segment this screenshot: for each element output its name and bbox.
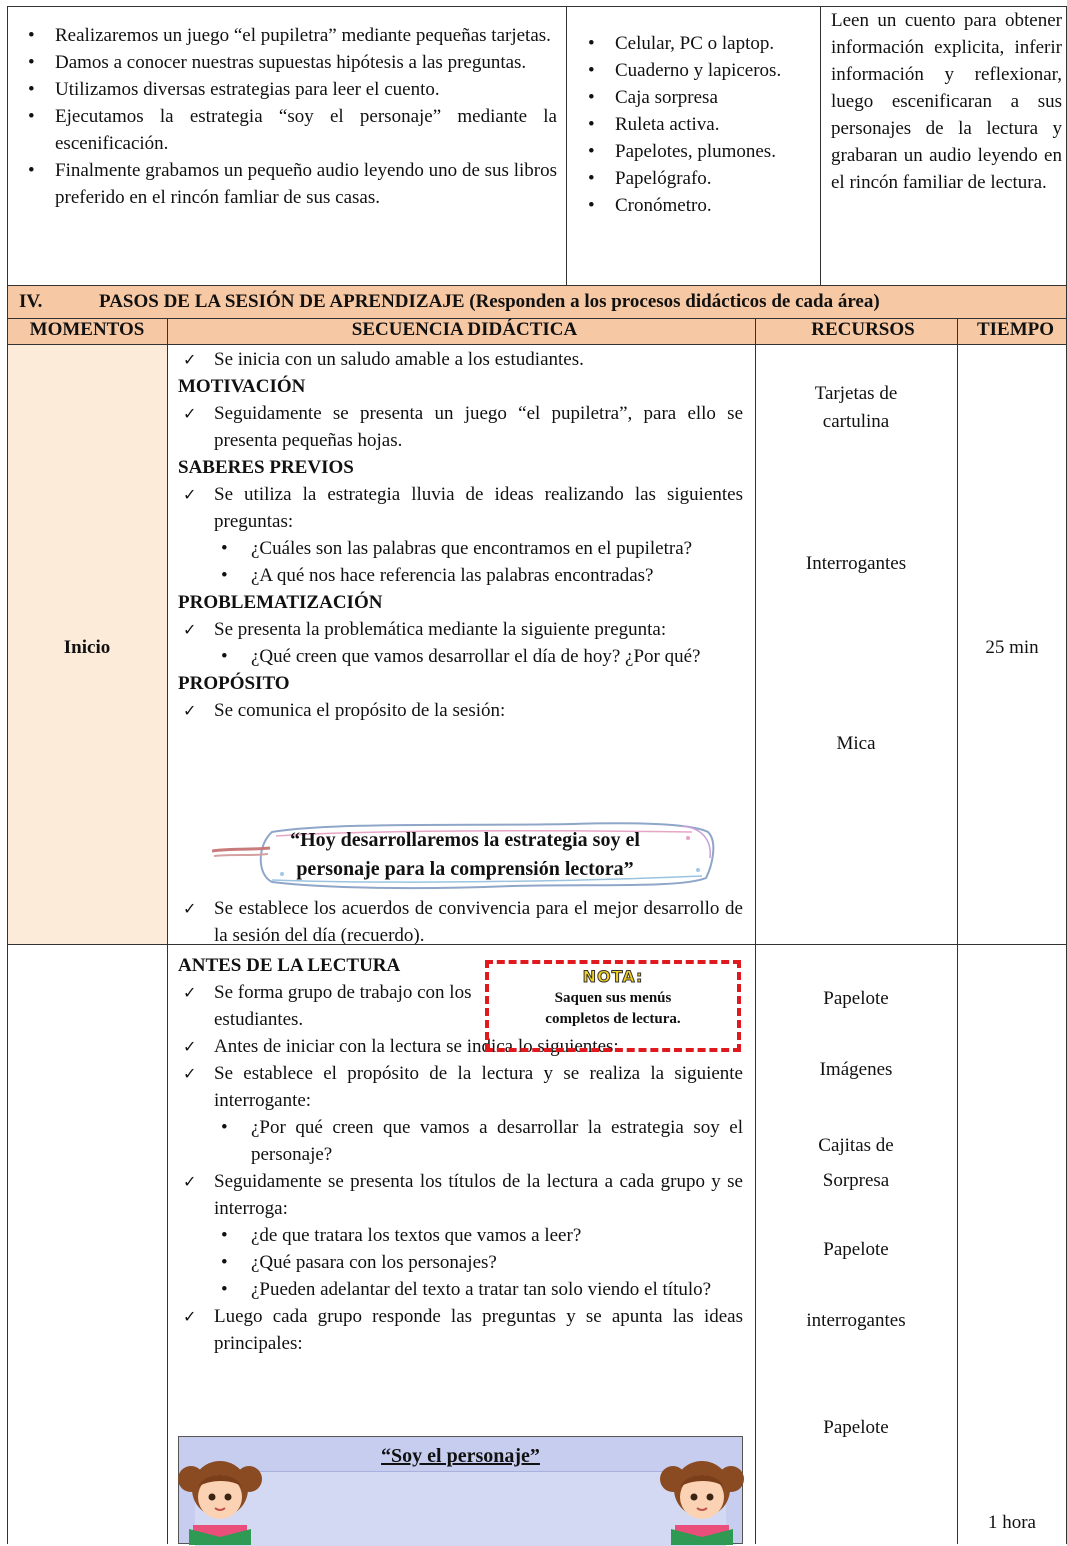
material-item: Papelotes, plumones. <box>582 138 810 165</box>
activities-cell: Realizaremos un juego “el pupiletra” med… <box>22 22 557 211</box>
material-item: Cronómetro. <box>582 192 810 219</box>
antes-question: ¿Pueden adelantar del texto a tratar tan… <box>178 1276 743 1303</box>
nota-box: NOTA: Saquen sus menús completos de lect… <box>485 960 741 1052</box>
header-momentos: MOMENTOS <box>29 319 145 340</box>
resource-item: Papelote <box>823 1239 889 1260</box>
antes-question: ¿de que tratara los textos que vamos a l… <box>178 1222 743 1249</box>
resource-item: Tarjetas de cartulina <box>814 383 898 432</box>
proposito-heading: PROPÓSITO <box>178 673 290 694</box>
antes-item: Luego cada grupo responde las preguntas … <box>178 1303 743 1357</box>
antes-question: ¿Por qué creen que vamos a desarrollar l… <box>178 1114 743 1168</box>
section-header: IV. PASOS DE LA SESIÓN DE APRENDIZAJE (R… <box>7 285 1067 318</box>
table-border <box>755 318 756 1544</box>
desarrollo-resources: Papelote Imágenes Cajitas de Sorpresa Pa… <box>755 944 957 1544</box>
header-secuencia: SECUENCIA DIDÁCTICA <box>351 319 578 340</box>
girl-reading-illustration <box>178 1461 262 1545</box>
activity-item: Realizaremos un juego “el pupiletra” med… <box>22 22 557 49</box>
desarrollo-sequence: ANTES DE LA LECTURA Se forma grupo de tr… <box>178 952 743 1357</box>
table-border <box>957 318 958 1544</box>
header-tiempo: TIEMPO <box>976 319 1055 340</box>
antes-question: ¿Qué pasara con los personajes? <box>178 1249 743 1276</box>
section-number: IV. <box>19 291 43 312</box>
table-border <box>7 944 1067 945</box>
table-border <box>7 6 8 1544</box>
material-item: Celular, PC o laptop. <box>582 30 810 57</box>
card-title: “Soy el personaje” <box>381 1445 540 1467</box>
inicio-sequence-end: Se establece los acuerdos de convivencia… <box>178 895 743 949</box>
nota-text: Saquen sus menús completos de lectura. <box>545 990 681 1027</box>
evidence-cell: Leen un cuento para obtener información … <box>831 7 1062 196</box>
girl-reading-illustration <box>660 1461 744 1545</box>
antes-item: Se forma grupo de trabajo con los estudi… <box>178 979 484 1033</box>
antes-item: Se establece el propósito de la lectura … <box>178 1060 743 1114</box>
antes-item: Seguidamente se presenta los títulos de … <box>178 1168 743 1222</box>
table-border <box>7 6 1067 7</box>
problem-text: Se presenta la problemática mediante la … <box>178 616 743 643</box>
saberes-text: Se utiliza la estrategia lluvia de ideas… <box>178 481 743 535</box>
top-row: Realizaremos un juego “el pupiletra” med… <box>0 0 1067 285</box>
purpose-banner: “Hoy desarrollaremos la estrategia soy e… <box>212 818 718 892</box>
antes-heading: ANTES DE LA LECTURA <box>178 955 401 976</box>
activity-item: Damos a conocer nuestras supuestas hipót… <box>22 49 557 76</box>
resource-item: Cajitas de Sorpresa <box>818 1135 894 1191</box>
materials-cell: Celular, PC o laptop.Cuaderno y lapicero… <box>582 30 810 219</box>
problem-question: ¿Qué creen que vamos desarrollar el día … <box>178 643 743 670</box>
activity-item: Ejecutamos la estrategia “soy el persona… <box>22 103 557 157</box>
resource-item: Papelote <box>823 988 889 1009</box>
header-recursos: RECURSOS <box>811 319 915 340</box>
resource-item: Papelote <box>823 1417 889 1438</box>
inicio-sequence: Se inicia con un saludo amable a los est… <box>178 346 743 724</box>
card-inner-panel <box>195 1471 726 1546</box>
resource-item: interrogantes <box>806 1310 906 1331</box>
inicio-moment-label: Inicio <box>63 637 111 658</box>
material-item: Ruleta activa. <box>582 111 810 138</box>
table-border <box>566 6 567 285</box>
problem-heading: PROBLEMATIZACIÓN <box>178 592 383 613</box>
table-border <box>7 285 1067 286</box>
inicio-moment-cell: Inicio <box>7 344 167 944</box>
material-item: Cuaderno y lapiceros. <box>582 57 810 84</box>
saberes-question: ¿A qué nos hace referencia las palabras … <box>178 562 743 589</box>
evidence-text: Leen un cuento para obtener información … <box>831 10 1062 193</box>
table-border <box>820 6 821 285</box>
nota-title: NOTA: <box>582 967 644 987</box>
activity-item: Finalmente grabamos un pequeño audio ley… <box>22 157 557 211</box>
soy-el-personaje-card: “Soy el personaje” <box>178 1436 744 1546</box>
resource-item: Imágenes <box>819 1059 893 1080</box>
inicio-greeting: Se inicia con un saludo amable a los est… <box>178 346 743 373</box>
inicio-time: 25 min <box>985 637 1039 658</box>
table-border <box>167 318 168 1544</box>
desarrollo-time: 1 hora <box>987 1512 1036 1533</box>
resource-item: Mica <box>836 733 876 754</box>
activity-item: Utilizamos diversas estrategias para lee… <box>22 76 557 103</box>
motivacion-heading: MOTIVACIÓN <box>178 376 306 397</box>
materials-list: Celular, PC o laptop.Cuaderno y lapicero… <box>582 30 810 219</box>
table-border <box>7 318 1067 319</box>
acuerdos-text: Se establece los acuerdos de convivencia… <box>178 895 743 949</box>
material-item: Caja sorpresa <box>582 84 810 111</box>
saberes-question: ¿Cuáles son las palabras que encontramos… <box>178 535 743 562</box>
purpose-quote: “Hoy desarrollaremos la estrategia soy e… <box>290 829 640 880</box>
inicio-resources: Tarjetas de cartulina Interrogantes Mica <box>755 344 957 944</box>
activities-list: Realizaremos un juego “el pupiletra” med… <box>22 22 557 211</box>
section-title: PASOS DE LA SESIÓN DE APRENDIZAJE (Respo… <box>99 291 880 312</box>
column-headers: MOMENTOS SECUENCIA DIDÁCTICA RECURSOS TI… <box>7 318 1067 344</box>
motivacion-text: Seguidamente se presenta un juego “el pu… <box>178 400 743 454</box>
purpose-frame-decoration <box>212 822 715 890</box>
proposito-text: Se comunica el propósito de la sesión: <box>178 697 743 724</box>
resource-item: Interrogantes <box>805 553 907 574</box>
table-border <box>7 344 1067 345</box>
saberes-heading: SABERES PREVIOS <box>178 457 354 478</box>
material-item: Papelógrafo. <box>582 165 810 192</box>
